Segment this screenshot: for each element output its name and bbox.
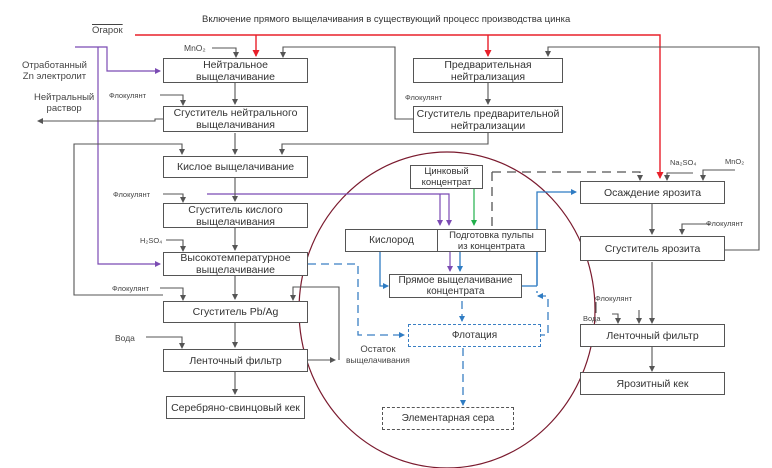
input-water-left: Вода (115, 333, 135, 343)
box-text: выщелачивания (196, 215, 275, 228)
input-flocculant-4: Флокулянт (405, 93, 443, 102)
input-mno2-2: MnO₂ (725, 157, 745, 166)
input-flocculant-2: Флокулянт (113, 190, 151, 199)
output-neutral-solution: Нейтральный раствор (34, 92, 94, 114)
label-line: Нейтральный (34, 92, 95, 103)
input-flocculant-6: Флокулянт (595, 294, 633, 303)
box-text: из концентрата (457, 240, 526, 252)
label-line: выщелачивания (346, 355, 410, 365)
box-text: Сгуститель предварительной (416, 107, 560, 120)
box-text: Высокотемпературное (180, 252, 291, 264)
box-elemental-sulfur[interactable]: Элементарная сера (382, 407, 514, 430)
purple-electrolyte-lines (75, 46, 453, 272)
box-oxygen[interactable]: Кислород (345, 229, 438, 252)
box-text: выщелачивание (195, 70, 275, 83)
label-line: Zn электролит (22, 71, 87, 82)
box-text: Подготовка пульпы (449, 229, 534, 241)
leach-residue-label: Остаток выщелачивания (346, 344, 410, 366)
blue-solid-lines (379, 189, 577, 293)
input-flocculant-5: Флокулянт (706, 219, 744, 228)
box-pbag-thickener[interactable]: Сгуститель Pb/Ag (163, 301, 308, 323)
box-text: Предварительная (444, 58, 532, 71)
input-ogarok: Огарок (92, 25, 123, 36)
box-text: концентрат (421, 177, 472, 188)
box-text: выщелачивания (196, 119, 275, 131)
box-text: Прямое выщелачивание (398, 275, 513, 286)
box-belt-filter-left[interactable]: Ленточный фильтр (163, 349, 308, 372)
input-flocculant-3: Флокулянт (112, 284, 150, 293)
label-line: раствор (46, 103, 82, 114)
input-water-right: Вода (583, 314, 601, 323)
diagram-title: Включение прямого выщелачивания в сущест… (202, 14, 571, 25)
box-flotation[interactable]: Флотация (408, 324, 541, 347)
gray-process-lines (37, 46, 760, 395)
dashed-gray-line (572, 171, 643, 181)
red-ogarok-lines (135, 34, 664, 179)
box-silver-lead-cake[interactable]: Серебряно-свинцовый кек (166, 396, 305, 419)
box-belt-filter-right[interactable]: Ленточный фильтр (580, 324, 725, 347)
box-jarosite-cake[interactable]: Ярозитный кек (580, 372, 725, 395)
box-text: Сгуститель нейтрального (173, 107, 298, 119)
input-na2so4: Na₂SO₄ (670, 158, 697, 167)
input-spent-electrolyte: Отработанный Zn электролит (22, 60, 87, 82)
label-line: Остаток (360, 344, 396, 355)
input-h2so4: H₂SO₄ (140, 236, 163, 245)
box-text: нейтрализация (450, 70, 526, 83)
box-text: Сгуститель кислого (188, 203, 283, 216)
box-jarosite-thickener[interactable]: Сгуститель ярозита (580, 236, 725, 261)
box-text: концентрата (426, 286, 485, 297)
label-line: Отработанный (22, 60, 87, 71)
box-jarosite-precip[interactable]: Осаждение ярозита (580, 181, 725, 204)
box-acid-leach[interactable]: Кислое выщелачивание (163, 156, 308, 178)
input-mno2-1: MnO₂ (184, 43, 206, 53)
input-flocculant-1: Флокулянт (109, 91, 147, 100)
box-text: выщелачивание (195, 264, 275, 276)
box-text: Цинковый (424, 166, 469, 177)
box-text: Нейтральное (203, 58, 268, 71)
box-text: нейтрализации (450, 119, 526, 132)
blue-dashed-lines (308, 263, 549, 406)
